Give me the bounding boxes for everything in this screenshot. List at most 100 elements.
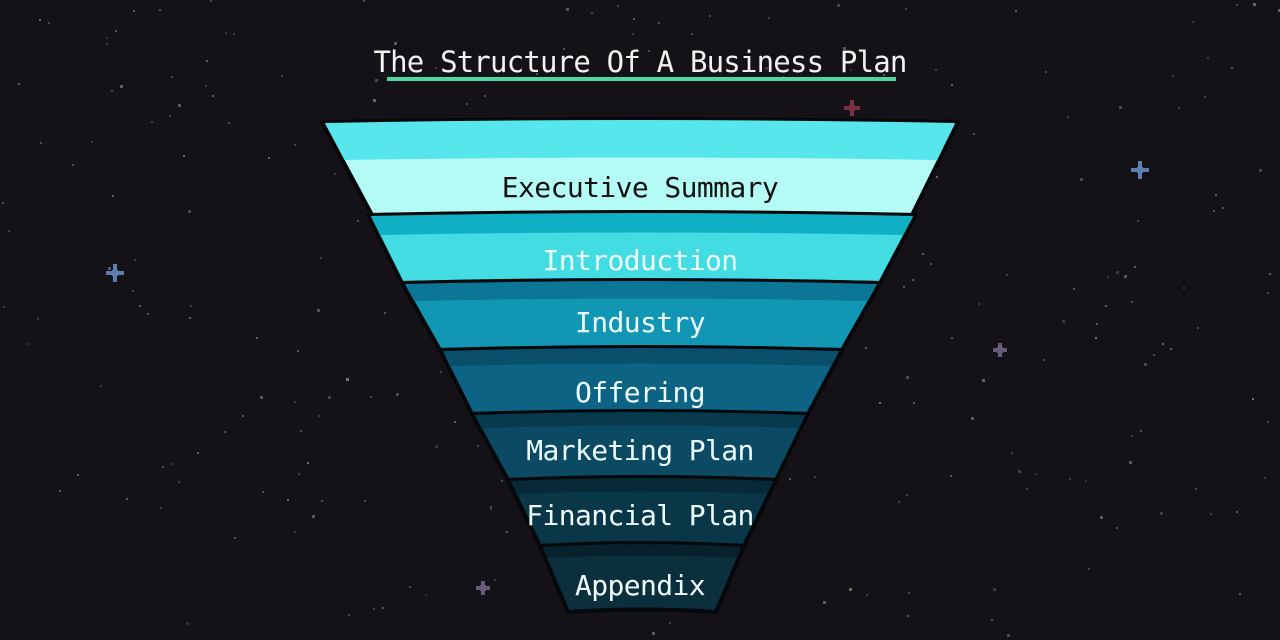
star-dot: [591, 12, 593, 14]
star-dot: [106, 43, 108, 45]
star-dot: [1045, 71, 1047, 73]
star-dot: [982, 379, 985, 382]
star-dot: [907, 615, 909, 617]
funnel-layer-rim: [511, 478, 773, 494]
star-dot: [228, 122, 230, 124]
star-dot: [1095, 337, 1097, 339]
star-dot: [40, 142, 42, 144]
star-dot: [394, 42, 397, 45]
star-dot: [536, 73, 538, 75]
star-dot: [171, 76, 173, 78]
sparkle-star: [1131, 161, 1149, 179]
star-dot: [189, 317, 191, 319]
star-dot: [328, 396, 331, 399]
star-dot: [1035, 473, 1037, 475]
star-dot: [506, 531, 508, 533]
star-dot: [1192, 21, 1194, 23]
star-dot: [1011, 452, 1013, 454]
star-dot: [454, 421, 456, 423]
star-dot: [1116, 271, 1119, 274]
star-dot: [197, 452, 199, 454]
star-dot: [1144, 363, 1147, 366]
star-dot: [134, 259, 136, 261]
sparkle-star: [476, 581, 490, 595]
star-dot: [971, 417, 974, 420]
funnel-layer-body: [538, 541, 746, 614]
star-dot: [321, 500, 323, 502]
star-dot: [935, 69, 937, 71]
funnel-layer-label: Executive Summary: [502, 171, 778, 204]
star-dot: [307, 462, 309, 464]
star-dot: [1278, 9, 1280, 12]
star-dot: [906, 376, 909, 379]
star-dot: [865, 347, 867, 349]
diagram-title: The Structure Of A Business Plan: [373, 45, 906, 79]
star-dot: [1026, 488, 1028, 490]
star-dot: [268, 157, 270, 159]
star-dot: [334, 173, 336, 175]
star-dot: [993, 588, 996, 591]
star-dot: [1267, 292, 1269, 294]
star-dot: [298, 473, 300, 475]
star-dot: [1183, 287, 1185, 289]
star-dot: [1134, 266, 1136, 268]
star-dot: [898, 501, 900, 503]
star-dot: [1236, 4, 1238, 6]
star-dot: [906, 494, 908, 496]
funnel-layer: Executive Summary: [320, 117, 960, 217]
star-dot: [435, 445, 438, 448]
star-dot: [2, 202, 4, 204]
star-dot: [1088, 568, 1090, 570]
star-dot: [1264, 477, 1266, 479]
star-dot: [1213, 210, 1215, 212]
star-dot: [106, 37, 108, 39]
star-dot: [212, 95, 214, 97]
star-dot: [409, 586, 411, 588]
star-dot: [652, 632, 655, 635]
star-dot: [669, 622, 671, 624]
star-dot: [111, 90, 113, 92]
funnel-layer: Offering: [438, 345, 844, 416]
star-dot: [357, 220, 359, 222]
star-dot: [133, 10, 135, 12]
star-dot: [287, 499, 289, 501]
star-dot: [115, 30, 117, 32]
funnel-layer: Marketing Plan: [470, 409, 810, 482]
star-dot: [435, 67, 437, 69]
star-dot: [1137, 220, 1139, 222]
funnel-layer-label: Industry: [575, 306, 705, 339]
star-dot: [950, 475, 952, 477]
star-dot: [1195, 488, 1197, 490]
star-dot: [178, 481, 180, 483]
star-dot: [162, 466, 164, 468]
star-dot: [225, 32, 227, 34]
funnel-layer-rim: [543, 544, 741, 558]
star-dot: [1062, 320, 1065, 323]
star-dot: [190, 305, 192, 307]
star-dot: [1069, 478, 1071, 480]
star-dot: [814, 476, 816, 478]
star-dot: [494, 579, 496, 581]
star-dot: [440, 371, 442, 373]
star-dot: [1007, 634, 1010, 637]
star-dot: [648, 50, 650, 52]
star-dot: [908, 592, 910, 594]
funnel-layer-label: Financial Plan: [526, 499, 754, 532]
star-dot: [991, 619, 993, 621]
star-dot: [318, 415, 320, 417]
funnel-layer-rim: [325, 120, 955, 160]
star-dot: [1172, 75, 1174, 77]
star-dot: [1096, 323, 1098, 325]
star-dot: [297, 350, 299, 352]
star-dot: [789, 478, 791, 480]
star-dot: [72, 164, 74, 166]
star-dot: [126, 498, 128, 500]
sparkle-star: [844, 100, 860, 116]
star-dot: [632, 33, 634, 35]
star-dot: [294, 144, 296, 146]
star-dot: [18, 83, 20, 85]
star-dot: [1116, 527, 1118, 529]
star-dot: [837, 4, 840, 7]
star-dot: [1267, 421, 1269, 423]
